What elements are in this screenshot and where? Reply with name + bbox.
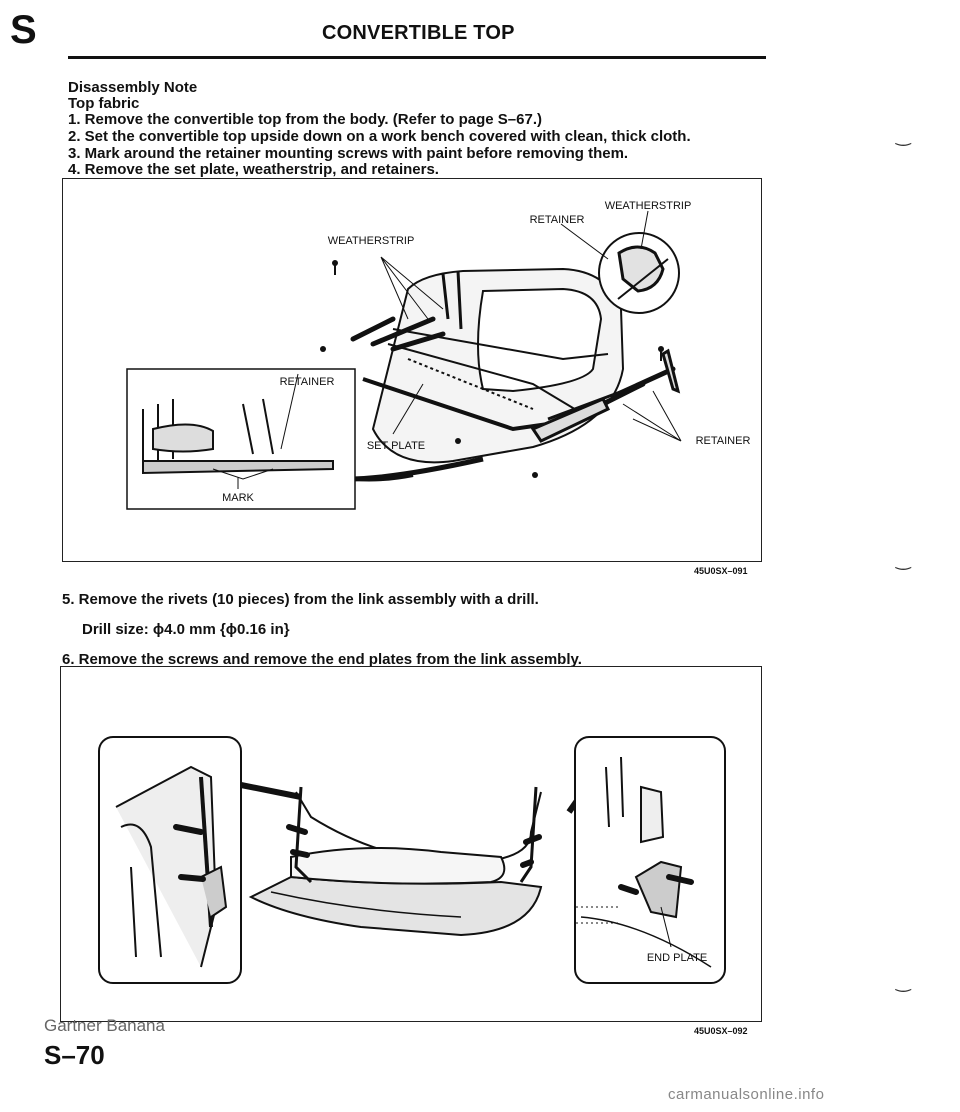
- figure-2-drawing: END PLATE: [98, 736, 726, 984]
- page-title: CONVERTIBLE TOP: [322, 22, 515, 44]
- drill-size-spec: Drill size: ϕ4.0 mm {ϕ0.16 in}: [82, 621, 290, 638]
- left-detail-inset: [98, 736, 242, 984]
- disassembly-note-heading: Disassembly Note: [68, 79, 198, 96]
- retainer-mark-inset: [126, 368, 414, 510]
- callout-leaders: [237, 210, 682, 489]
- figure-2-link-assembly: END PLATE: [60, 666, 762, 1022]
- step-1: 1. Remove the convertible top from the b…: [68, 111, 542, 128]
- label-set-plate: SET PLATE: [367, 440, 425, 452]
- top-fabric-heading: Top fabric: [68, 95, 140, 112]
- page-number: S–70: [44, 1040, 105, 1070]
- binding-mark: ‿: [896, 550, 911, 570]
- step-3: 3. Mark around the retainer mounting scr…: [68, 145, 629, 162]
- screws: [320, 260, 664, 478]
- section-letter: S: [10, 8, 37, 52]
- footer-watermark: Gartner Banana: [44, 1016, 165, 1035]
- figure-1-top-fabric-exploded: WEATHERSTRIP RETAINER WEATHERSTRIP RETAI…: [62, 178, 762, 562]
- weatherstrip-detail-circle: [598, 232, 680, 314]
- step-2: 2. Set the convertible top upside down o…: [68, 128, 691, 145]
- figure-2-code: 45U0SX–092: [694, 1026, 748, 1036]
- site-watermark: carmanualsonline.info: [668, 1086, 825, 1103]
- step-6: 6. Remove the screws and remove the end …: [62, 651, 582, 668]
- weatherstrip-pieces: [350, 316, 676, 407]
- retainer-right-parts: [530, 348, 681, 443]
- step-5: 5. Remove the rivets (10 pieces) from th…: [62, 591, 539, 608]
- label-weatherstrip-mid: WEATHERSTRIP: [328, 235, 415, 247]
- label-weatherstrip-top: WEATHERSTRIP: [605, 200, 692, 212]
- right-detail-inset: [574, 736, 726, 984]
- step-4: 4. Remove the set plate, weatherstrip, a…: [68, 161, 439, 178]
- label-retainer-top: RETAINER: [530, 214, 585, 226]
- binding-mark: ‿: [896, 972, 911, 992]
- convertible-top-center: [240, 782, 584, 937]
- label-end-plate: END PLATE: [647, 952, 707, 964]
- label-mark: MARK: [222, 492, 254, 504]
- figure-1-drawing: WEATHERSTRIP RETAINER WEATHERSTRIP RETAI…: [126, 200, 751, 510]
- binding-mark: ‿: [896, 126, 911, 146]
- figure-1-code: 45U0SX–091: [694, 566, 748, 576]
- label-retainer-right: RETAINER: [696, 435, 751, 447]
- label-retainer-inset: RETAINER: [280, 376, 335, 388]
- header-divider: [68, 56, 766, 59]
